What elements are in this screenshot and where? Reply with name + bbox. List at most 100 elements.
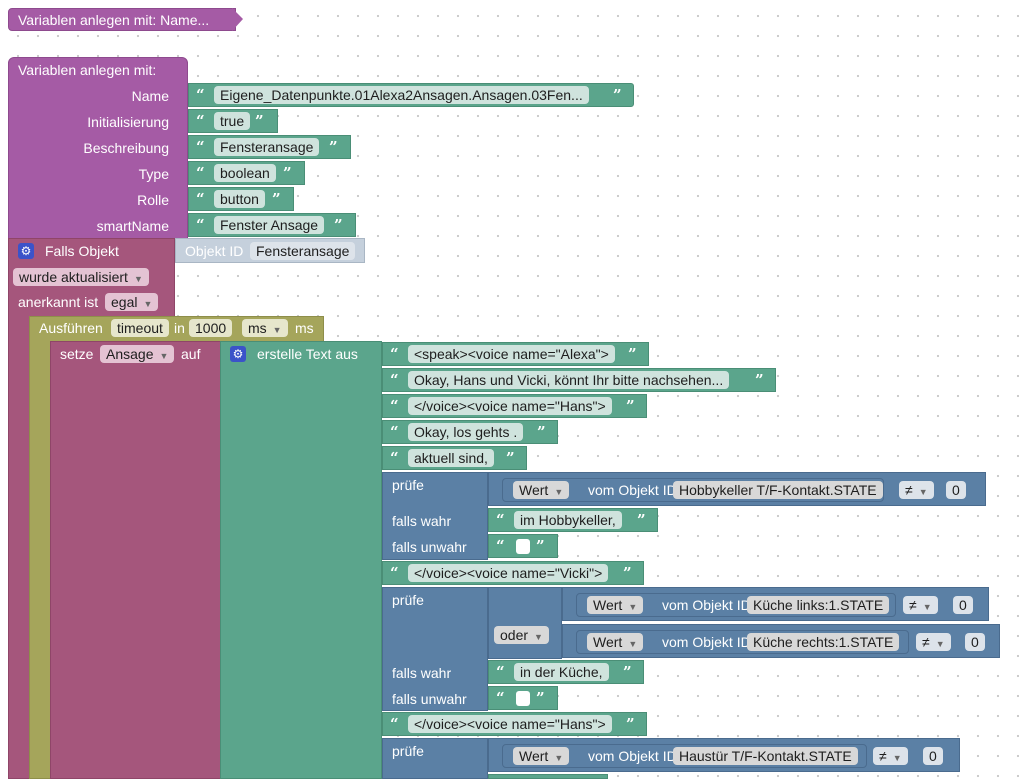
set-on-label: auf xyxy=(181,346,201,362)
timeout-label: Ausführen xyxy=(39,320,103,336)
field-label-smartname: smartName xyxy=(96,218,169,234)
text-block-init[interactable]: “ true ” xyxy=(188,109,278,133)
text-field-init[interactable]: true xyxy=(214,112,251,130)
or-dropdown[interactable]: oder▼ xyxy=(494,626,549,644)
text-block-partial[interactable] xyxy=(488,774,608,779)
chevron-down-icon: ▼ xyxy=(159,351,169,361)
trigger-title: Falls Objekt xyxy=(45,243,119,259)
object-field[interactable]: Küche links:1.STATE xyxy=(747,596,890,614)
text-block-empty[interactable]: “ ” xyxy=(488,534,558,558)
variables-block[interactable] xyxy=(8,57,188,240)
object-field[interactable]: Hobbykeller T/F-Kontakt.STATE xyxy=(673,481,883,499)
field-label-name: Name xyxy=(131,88,169,104)
timeout-unit-dropdown[interactable]: ms▼ xyxy=(242,319,288,337)
text-field-type[interactable]: boolean xyxy=(214,164,276,182)
object-field[interactable]: Haustür T/F-Kontakt.STATE xyxy=(673,747,858,765)
object-id-value[interactable]: Fensteransage xyxy=(250,242,356,260)
or-block[interactable] xyxy=(488,587,562,659)
timeout-in-label: in xyxy=(174,320,185,336)
field-label-role: Rolle xyxy=(137,192,169,208)
create-text-block[interactable] xyxy=(220,341,382,779)
ack-dropdown[interactable]: egal▼ xyxy=(105,293,159,311)
field-label-init: Initialisierung xyxy=(87,114,169,130)
compare-number[interactable]: 0 xyxy=(953,596,973,614)
chevron-down-icon: ▼ xyxy=(554,487,564,497)
text-block-description[interactable]: “ Fensteransage ” xyxy=(188,135,351,159)
chevron-down-icon: ▼ xyxy=(133,274,143,284)
chevron-down-icon: ▼ xyxy=(922,602,932,612)
timeout-name-field[interactable]: timeout xyxy=(111,319,169,337)
text-field-name[interactable]: Eigene_Datenpunkte.01Alexa2Ansagen.Ansag… xyxy=(214,86,589,104)
check-label: prüfe xyxy=(392,592,424,608)
create-text-label: erstelle Text aus xyxy=(257,346,358,362)
variable-dropdown[interactable]: Ansage▼ xyxy=(100,345,175,363)
check-block-haustuer[interactable] xyxy=(382,738,488,779)
value-dropdown[interactable]: Wert▼ xyxy=(587,633,644,651)
check-label: prüfe xyxy=(392,477,424,493)
chevron-down-icon: ▼ xyxy=(143,299,153,309)
text-block-hobbykeller[interactable]: “ im Hobbykeller, ” xyxy=(488,508,658,532)
text-block-los-gehts[interactable]: “ Okay, los gehts . ” xyxy=(382,420,558,444)
if-true-label: falls wahr xyxy=(392,665,452,681)
object-field[interactable]: Küche rechts:1.STATE xyxy=(747,633,900,651)
timeout-unit-label: ms xyxy=(295,320,314,336)
ack-label: anerkannt ist xyxy=(18,294,99,310)
text-block-empty[interactable]: “ ” xyxy=(488,686,558,710)
text-block-name[interactable]: “ Eigene_Datenpunkte.01Alexa2Ansagen.Ans… xyxy=(188,83,634,107)
event-dropdown[interactable]: wurde aktualisiert▼ xyxy=(13,268,149,286)
object-id-block[interactable]: Objekt ID Fensteransage xyxy=(175,238,365,263)
gear-icon[interactable]: ⚙ xyxy=(18,243,34,259)
object-id-label: Objekt ID xyxy=(185,243,244,259)
value-dropdown[interactable]: Wert▼ xyxy=(513,481,570,499)
check-block-kueche[interactable] xyxy=(382,587,488,711)
text-block-type[interactable]: “ boolean ” xyxy=(188,161,305,185)
if-false-label: falls unwahr xyxy=(392,691,467,707)
field-label-description: Beschreibung xyxy=(83,140,169,156)
compare-number[interactable]: 0 xyxy=(965,633,985,651)
text-block-voice-hans-2[interactable]: “ </voice><voice name="Hans"> ” xyxy=(382,712,647,736)
chevron-down-icon: ▼ xyxy=(628,639,638,649)
text-block-kueche[interactable]: “ in der Küche, ” xyxy=(488,660,644,684)
text-block-aktuell-sind[interactable]: “ aktuell sind, ” xyxy=(382,446,527,470)
compare-block-kueche-rechts[interactable]: Wert▼ vom Objekt ID Küche rechts:1.STATE… xyxy=(562,624,1000,658)
chevron-down-icon: ▼ xyxy=(892,753,902,763)
value-dropdown[interactable]: Wert▼ xyxy=(587,596,644,614)
variables-block-title: Variablen anlegen mit: xyxy=(18,62,157,78)
timeout-value-field[interactable]: 1000 xyxy=(189,319,233,337)
operator-dropdown[interactable]: ≠▼ xyxy=(899,481,934,499)
value-dropdown[interactable]: Wert▼ xyxy=(513,747,570,765)
text-field-smartname[interactable]: Fenster Ansage xyxy=(214,216,325,234)
text-block-smartname[interactable]: “ Fenster Ansage ” xyxy=(188,213,356,237)
variables-header-label: Variablen anlegen mit: Name... xyxy=(18,12,210,28)
operator-dropdown[interactable]: ≠▼ xyxy=(903,596,938,614)
chevron-down-icon: ▼ xyxy=(935,639,945,649)
variables-header-arrow xyxy=(232,8,243,31)
set-variable-block[interactable] xyxy=(50,341,222,779)
compare-number[interactable]: 0 xyxy=(946,481,966,499)
compare-block-kueche-links[interactable]: Wert▼ vom Objekt ID Küche links:1.STATE … xyxy=(562,587,989,621)
text-block-okay-hans-vicki[interactable]: “ Okay, Hans und Vicki, könnt Ihr bitte … xyxy=(382,368,776,392)
chevron-down-icon: ▼ xyxy=(918,487,928,497)
text-block-role[interactable]: “ button ” xyxy=(188,187,294,211)
operator-dropdown[interactable]: ≠▼ xyxy=(916,633,951,651)
if-false-label: falls unwahr xyxy=(392,539,467,555)
gear-icon[interactable]: ⚙ xyxy=(230,346,246,362)
chevron-down-icon: ▼ xyxy=(628,602,638,612)
compare-block-haustuer[interactable]: Wert▼ vom Objekt ID Haustür T/F-Kontakt.… xyxy=(488,738,960,772)
chevron-down-icon: ▼ xyxy=(534,632,543,642)
check-label: prüfe xyxy=(392,743,424,759)
operator-dropdown[interactable]: ≠▼ xyxy=(873,747,908,765)
text-block-voice-hans[interactable]: “ </voice><voice name="Hans"> ” xyxy=(382,394,647,418)
if-true-label: falls wahr xyxy=(392,513,452,529)
chevron-down-icon: ▼ xyxy=(554,753,564,763)
text-field-role[interactable]: button xyxy=(214,190,265,208)
compare-number[interactable]: 0 xyxy=(923,747,943,765)
check-block-hobbykeller[interactable] xyxy=(382,472,488,560)
field-label-type: Type xyxy=(138,166,169,182)
set-label: setze xyxy=(60,346,94,362)
compare-block-hobbykeller[interactable]: Wert▼ vom Objekt ID Hobbykeller T/F-Kont… xyxy=(488,472,986,506)
text-block-voice-vicki[interactable]: “ </voice><voice name="Vicki"> ” xyxy=(382,561,644,585)
text-field-description[interactable]: Fensteransage xyxy=(214,138,320,156)
text-block-speak[interactable]: “ <speak><voice name="Alexa"> ” xyxy=(382,342,649,366)
chevron-down-icon: ▼ xyxy=(272,325,282,335)
